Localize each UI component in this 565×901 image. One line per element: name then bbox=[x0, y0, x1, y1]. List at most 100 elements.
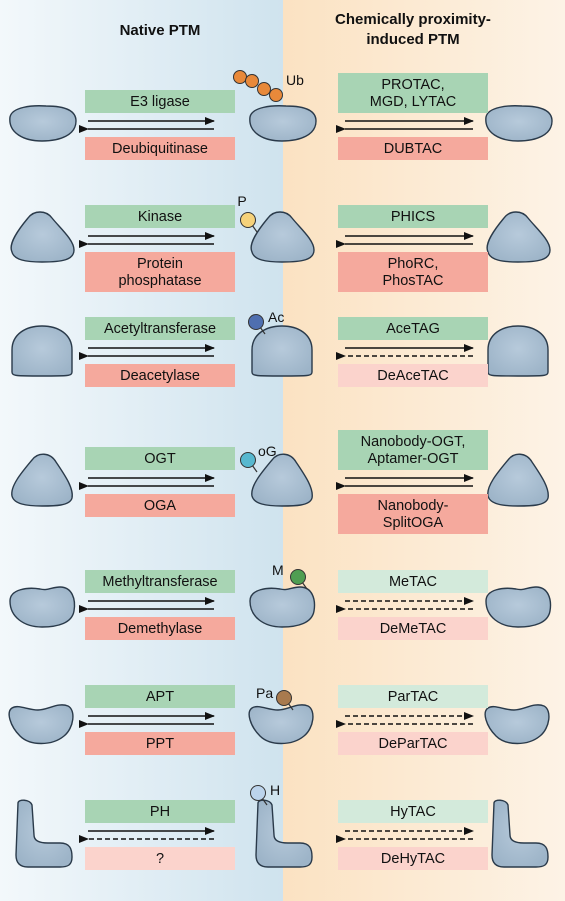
substrate-protein-right bbox=[486, 211, 551, 263]
native-writer-box-text: PH bbox=[150, 804, 170, 820]
chemical-writer-box: PHICS bbox=[338, 205, 488, 228]
modified-protein bbox=[251, 325, 313, 377]
native-arrows bbox=[79, 712, 215, 728]
chemical-eraser-box: DeAceTAC bbox=[338, 364, 488, 387]
native-writer-box-bg bbox=[85, 570, 235, 593]
native-eraser-box-text: Deacetylase bbox=[120, 368, 200, 384]
substrate-protein-left bbox=[11, 453, 73, 507]
native-arrows bbox=[79, 232, 215, 248]
ptm-mark-h: H bbox=[250, 782, 280, 806]
chemical-eraser-box-bg bbox=[338, 364, 488, 387]
chemical-eraser-box-text: DeAceTAC bbox=[377, 368, 448, 384]
native-eraser-box-text: Demethylase bbox=[118, 621, 203, 637]
chemical-eraser-box-bg bbox=[338, 252, 488, 292]
chemical-eraser-box-bg bbox=[338, 494, 488, 534]
native-writer-box-bg bbox=[85, 685, 235, 708]
chemical-eraser-box-text: PhoRC, bbox=[388, 256, 439, 272]
modified-protein bbox=[251, 453, 313, 507]
native-writer-box-text: OGT bbox=[144, 451, 176, 467]
native-eraser-box-bg bbox=[85, 494, 235, 517]
native-arrows bbox=[79, 344, 215, 360]
native-arrows bbox=[79, 597, 215, 613]
ptm-bead bbox=[248, 314, 264, 330]
native-writer-box: Kinase bbox=[85, 205, 235, 228]
ptm-bead bbox=[250, 785, 266, 801]
modified-protein bbox=[248, 704, 314, 745]
native-eraser-box-bg bbox=[85, 732, 235, 755]
native-writer-box-text: Methyltransferase bbox=[102, 574, 217, 590]
native-eraser-box-bg bbox=[85, 847, 235, 870]
native-writer-box: OGT bbox=[85, 447, 235, 470]
ptm-bead bbox=[290, 569, 306, 585]
native-eraser-box: Deubiquitinase bbox=[85, 137, 235, 160]
chemical-writer-box-bg bbox=[338, 800, 488, 823]
chemical-ptm-header-line2: induced PTM bbox=[366, 31, 459, 48]
substrate-protein-right bbox=[484, 704, 550, 745]
chemical-writer-box: MeTAC bbox=[338, 570, 488, 593]
ubiquitin-bead bbox=[245, 74, 259, 88]
ptm-label: Ub bbox=[286, 72, 304, 88]
ptm-mark-p: P bbox=[237, 193, 258, 233]
ptm-bead bbox=[240, 212, 256, 228]
substrate-protein-left bbox=[9, 586, 76, 628]
chemical-arrows bbox=[336, 827, 474, 843]
substrate-protein-left bbox=[15, 799, 73, 868]
ptm-mark-ac: Ac bbox=[248, 309, 284, 335]
native-eraser-box: PPT bbox=[85, 732, 235, 755]
ptm-label: Pa bbox=[256, 685, 273, 701]
ptm-mark-pa: Pa bbox=[256, 685, 294, 711]
native-writer-box: Acetyltransferase bbox=[85, 317, 235, 340]
chemical-writer-box-text: HyTAC bbox=[390, 804, 436, 820]
chemical-eraser-box: DeParTAC bbox=[338, 732, 488, 755]
native-writer-box-bg bbox=[85, 90, 235, 113]
substrate-protein-left bbox=[10, 211, 75, 263]
chemical-writer-box: PROTAC,MGD, LYTAC bbox=[338, 73, 488, 113]
chemical-eraser-box-bg bbox=[338, 137, 488, 160]
native-eraser-box: ? bbox=[85, 847, 235, 870]
substrate-protein-right bbox=[485, 586, 552, 628]
native-eraser-box-bg bbox=[85, 364, 235, 387]
ptm-label: Ac bbox=[268, 309, 284, 325]
chemical-arrows bbox=[336, 232, 474, 248]
ptm-label: P bbox=[237, 193, 246, 209]
chemical-eraser-box-bg bbox=[338, 617, 488, 640]
substrate-protein-left bbox=[11, 325, 73, 377]
chemical-writer-box-text: Aptamer-OGT bbox=[367, 451, 458, 467]
chemical-writer-box-text: Nanobody-OGT, bbox=[361, 434, 466, 450]
chemical-writer-box-text: MGD, LYTAC bbox=[370, 94, 456, 110]
chemical-arrows bbox=[336, 474, 474, 490]
substrate-protein-right bbox=[487, 325, 549, 377]
chemical-eraser-box-text: DUBTAC bbox=[384, 141, 443, 157]
ubiquitin-bead bbox=[269, 88, 283, 102]
native-eraser-box-bg bbox=[85, 137, 235, 160]
ptm-mark-og: oG bbox=[240, 443, 277, 473]
native-ptm-header: Native PTM bbox=[120, 22, 201, 39]
chemical-eraser-box: DeHyTAC bbox=[338, 847, 488, 870]
chemical-ptm-header-line1: Chemically proximity- bbox=[335, 11, 491, 28]
ubiquitin-bead bbox=[257, 82, 271, 96]
chemical-arrows bbox=[336, 597, 474, 613]
modified-protein bbox=[249, 586, 316, 628]
chemical-eraser-box-bg bbox=[338, 847, 488, 870]
chemical-writer-box-text: PHICS bbox=[391, 209, 435, 225]
native-arrows bbox=[79, 827, 215, 843]
chemical-arrows bbox=[336, 712, 474, 728]
chemical-eraser-box: PhoRC,PhosTAC bbox=[338, 252, 488, 292]
substrate-protein-right bbox=[491, 799, 549, 868]
chemical-eraser-box-text: DeParTAC bbox=[378, 736, 447, 752]
native-writer-box: Methyltransferase bbox=[85, 570, 235, 593]
chemical-eraser-box-text: SplitOGA bbox=[383, 515, 444, 531]
ptm-label: H bbox=[270, 782, 280, 798]
ptm-mark-ub: Ub bbox=[233, 70, 304, 102]
ubiquitin-bead bbox=[233, 70, 247, 84]
native-eraser-box-text: Deubiquitinase bbox=[112, 141, 208, 157]
native-writer-box: E3 ligase bbox=[85, 90, 235, 113]
chemical-eraser-box: DeMeTAC bbox=[338, 617, 488, 640]
native-eraser-box-text: Protein bbox=[137, 256, 183, 272]
native-eraser-box-text: OGA bbox=[144, 498, 177, 514]
native-writer-box: APT bbox=[85, 685, 235, 708]
ptm-bead bbox=[240, 452, 256, 468]
modified-protein bbox=[255, 799, 313, 868]
